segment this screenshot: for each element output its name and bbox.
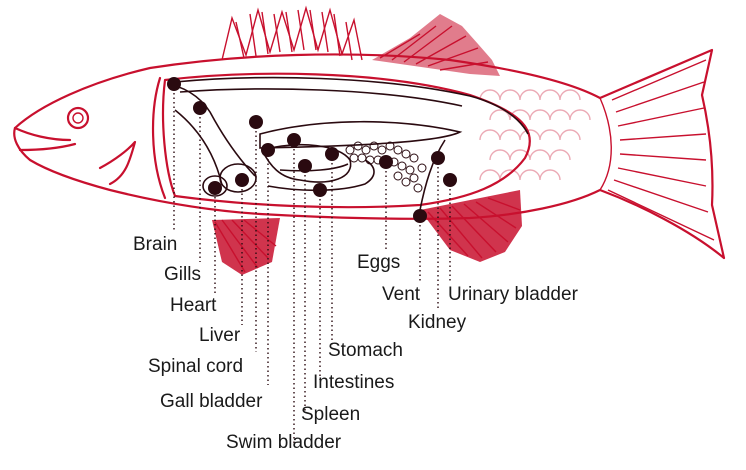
label-urinary-bladder: Urinary bladder [448, 284, 579, 305]
internal-organs [167, 76, 529, 211]
body-cavity [161, 72, 531, 209]
pectoral-fin [212, 218, 280, 275]
fish-body-outline [13, 48, 726, 260]
eggs-cluster [345, 141, 427, 193]
organ-markers [167, 77, 457, 223]
gall-outline [202, 175, 228, 197]
scales [479, 89, 591, 181]
leader-lines [173, 84, 451, 445]
label-swim-bladder: Swim bladder [226, 432, 342, 453]
eggs-marker [379, 155, 393, 169]
spinal-cord [174, 76, 529, 135]
swim-bladder-marker [287, 133, 301, 147]
label-spinal-cord: Spinal cord [148, 356, 243, 377]
head [13, 76, 167, 200]
swim-bladder [259, 120, 463, 149]
urinary-bladder-marker [443, 173, 457, 187]
label-eggs: Eggs [357, 252, 400, 273]
label-stomach: Stomach [328, 340, 403, 361]
label-kidney: Kidney [408, 312, 467, 333]
brain-marker [167, 77, 181, 91]
liver-marker [235, 173, 249, 187]
gall-bladder-marker [261, 143, 275, 157]
stomach-marker [325, 147, 339, 161]
kidney-marker [431, 151, 445, 165]
kidney-tract [419, 139, 446, 211]
label-spleen: Spleen [301, 404, 360, 425]
gills-marker [193, 101, 207, 115]
vent-marker [413, 209, 427, 223]
intestines-marker [313, 183, 327, 197]
intestine-loop-2 [279, 163, 349, 172]
label-vent: Vent [382, 284, 421, 305]
anal-fin [420, 190, 522, 262]
intestine-loop [267, 159, 375, 192]
label-brain: Brain [133, 234, 177, 255]
label-intestines: Intestines [313, 372, 394, 393]
label-gall-bladder: Gall bladder [160, 391, 263, 412]
label-heart: Heart [170, 295, 217, 316]
tail-fin [599, 59, 715, 241]
brain-region [167, 85, 256, 177]
label-gills: Gills [164, 264, 201, 285]
spinal-cord-marker [249, 115, 263, 129]
dorsal-fin [221, 5, 500, 76]
heart-marker [208, 181, 222, 195]
label-liver: Liver [199, 325, 241, 346]
spleen-marker [298, 159, 312, 173]
labels: Brain Gills Heart Liver Spinal cord Gall… [133, 234, 579, 453]
heart-outline [219, 163, 257, 193]
eye-icon [66, 106, 90, 130]
spinal-cord-inner [179, 88, 463, 107]
stomach-loop [260, 144, 352, 183]
